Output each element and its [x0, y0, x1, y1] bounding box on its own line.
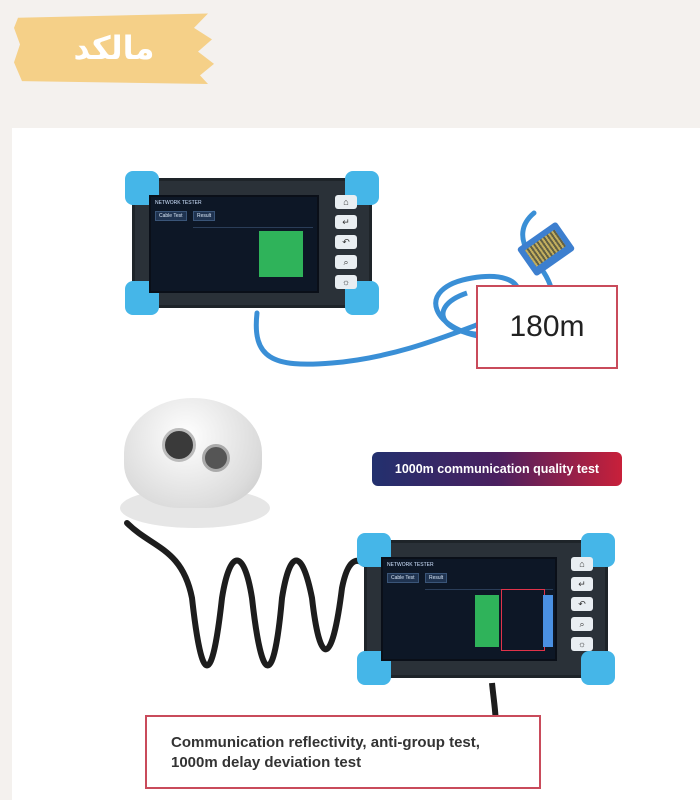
device-screen[interactable]: NETWORK TESTER Cable Test Result: [149, 195, 319, 293]
screen-title: NETWORK TESTER: [155, 200, 202, 206]
brand-badge[interactable]: مالكد: [14, 13, 214, 84]
enter-icon[interactable]: ↵: [335, 215, 357, 229]
camera-lens-icon: [162, 428, 196, 462]
screen-tab[interactable]: Cable Test: [387, 573, 419, 583]
home-icon[interactable]: ⌂: [571, 557, 593, 571]
hardware-buttons: ⌂ ↵ ↶ ⌕ ☼: [335, 195, 357, 289]
search-icon[interactable]: ⌕: [335, 255, 357, 269]
device-screen[interactable]: NETWORK TESTER Cable Test Result: [381, 557, 557, 661]
camera-ir-icon: [202, 444, 230, 472]
product-image: NETWORK TESTER Cable Test Result ⌂ ↵ ↶ ⌕…: [12, 128, 700, 800]
screen-tab[interactable]: Result: [193, 211, 216, 221]
tester-device-top: NETWORK TESTER Cable Test Result ⌂ ↵ ↶ ⌕…: [125, 171, 379, 315]
screen-title: NETWORK TESTER: [387, 562, 434, 568]
cable-length-label: 180m: [476, 285, 618, 369]
bumper-corner: [581, 651, 615, 685]
brand-name: مالكد: [73, 29, 155, 67]
home-icon[interactable]: ⌂: [335, 195, 357, 209]
back-icon[interactable]: ↶: [571, 597, 593, 611]
screen-tab[interactable]: Cable Test: [155, 211, 187, 221]
header-bar: مالكد: [0, 0, 700, 128]
feature-caption: Communication reflectivity, anti-group t…: [145, 715, 541, 789]
feature-banner: 1000m communication quality test: [372, 452, 622, 486]
back-icon[interactable]: ↶: [335, 235, 357, 249]
tester-device-bottom: NETWORK TESTER Cable Test Result ⌂ ↵ ↶ ⌕…: [357, 533, 615, 685]
hardware-buttons: ⌂ ↵ ↶ ⌕ ☼: [571, 557, 593, 651]
screen-blue-column: [543, 595, 553, 647]
light-icon[interactable]: ☼: [571, 637, 593, 651]
screen-table: [425, 589, 553, 645]
screen-result-cell: [475, 595, 499, 647]
light-icon[interactable]: ☼: [335, 275, 357, 289]
caption-line-2: 1000m delay deviation test: [171, 754, 362, 771]
enter-icon[interactable]: ↵: [571, 577, 593, 591]
search-icon[interactable]: ⌕: [571, 617, 593, 631]
screen-highlight-box: [501, 589, 545, 651]
screen-tab[interactable]: Result: [425, 573, 448, 583]
screen-result-cell: [259, 231, 303, 277]
screen-table: [193, 227, 313, 277]
caption-line-1: Communication reflectivity, anti-group t…: [171, 734, 480, 751]
